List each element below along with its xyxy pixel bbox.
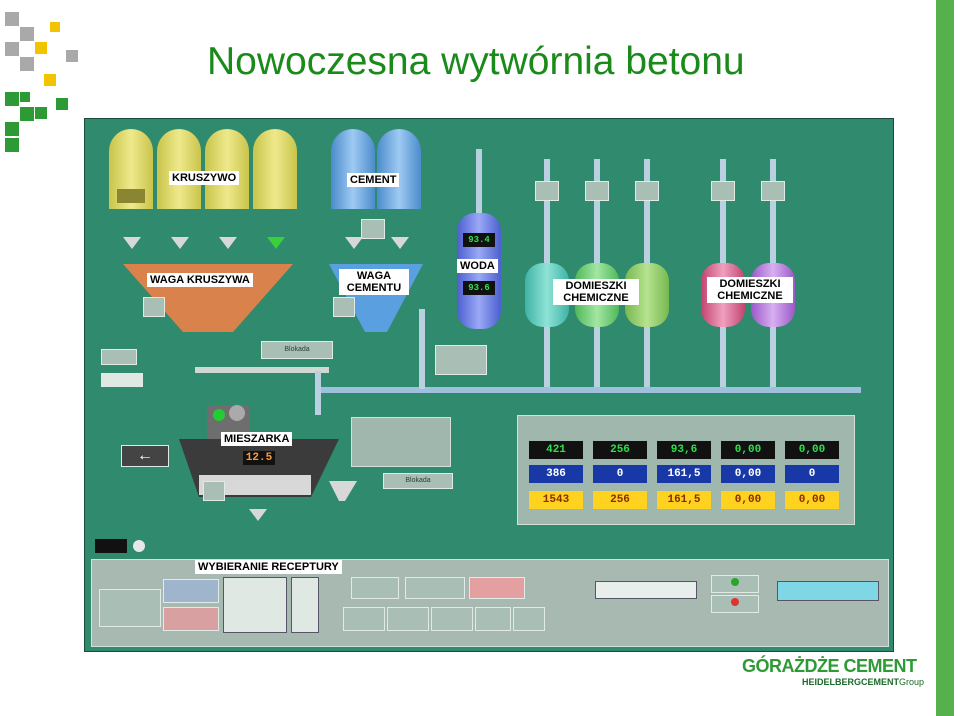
aggregate-silo-2[interactable]	[157, 129, 201, 209]
label-domieszki-2: DOMIESZKI CHEMICZNE	[707, 277, 793, 303]
label-cement: CEMENT	[347, 173, 400, 187]
scada-screen: KRUSZYWO CEMENT WAGA KRUSZYWA WAGA CEMEN…	[84, 118, 894, 652]
mixer-arrow-button[interactable]: ←	[121, 445, 169, 467]
admixture-valve-1[interactable]	[535, 181, 559, 201]
aggregate-flow-4	[267, 237, 285, 249]
left-control-field[interactable]	[101, 373, 143, 387]
label-wybieranie-receptury: WYBIERANIE RECEPTURY	[195, 560, 342, 574]
aggregate-scale-button[interactable]	[143, 297, 165, 317]
water-display-2: 93.6	[463, 281, 495, 295]
cement-scale-button[interactable]	[333, 297, 355, 317]
pause-button[interactable]	[351, 577, 399, 599]
table-r1c4: 0,00	[721, 441, 775, 459]
table-r2c4: 0,00	[721, 465, 775, 483]
admixture-outlet-pipe-3	[644, 327, 650, 391]
mixer-display: 12.5	[243, 451, 275, 465]
reset-button[interactable]	[469, 577, 525, 599]
mixer-outlet-arrow	[249, 509, 267, 521]
recipe-list[interactable]	[223, 577, 287, 633]
table-r1c1: 421	[529, 441, 583, 459]
cement-flow-2	[391, 237, 409, 249]
cement-flow-1	[345, 237, 363, 249]
mixer-control-button[interactable]	[203, 481, 225, 501]
water-feed-pipe	[476, 149, 482, 213]
admixture-pipe-1	[544, 159, 550, 263]
cement-valve[interactable]	[361, 219, 385, 239]
table-r2c1: 386	[529, 465, 583, 483]
slide-title: Nowoczesna wytwórnia betonu	[207, 40, 745, 83]
right-input-2[interactable]	[777, 581, 879, 601]
table-r1c2: 256	[593, 441, 647, 459]
table-r1c3: 93,6	[657, 441, 711, 459]
blokada-button-1[interactable]: Blokada	[261, 341, 333, 359]
label-waga-kruszywa: WAGA KRUSZYWA	[147, 273, 253, 287]
label-waga-cementu: WAGA CEMENTU	[339, 269, 409, 295]
table-r3c1: 1543	[529, 491, 583, 509]
table-r3c3: 161,5	[657, 491, 711, 509]
logo-sub-brand: HEIDELBERGCEMENT	[801, 677, 899, 687]
admixture-valve-5[interactable]	[761, 181, 785, 201]
aggregate-silo-3[interactable]	[205, 129, 249, 209]
admixture-outlet-pipe-4	[720, 327, 726, 391]
table-r2c3: 161,5	[657, 465, 711, 483]
admixture-outlet-pipe-2	[594, 327, 600, 391]
mixer-drop-pipe	[315, 371, 321, 415]
water-control-button[interactable]	[435, 345, 487, 375]
tab-3[interactable]	[431, 607, 473, 631]
water-outlet-pipe	[419, 309, 425, 389]
aggregate-flow-2	[171, 237, 189, 249]
blokada-button-2[interactable]: Blokada	[383, 473, 453, 489]
aggregate-silo-1[interactable]	[109, 129, 153, 209]
admixture-valve-2[interactable]	[585, 181, 609, 201]
tab-5[interactable]	[513, 607, 545, 631]
aggregate-silo-4[interactable]	[253, 129, 297, 209]
tab-1[interactable]	[343, 607, 385, 631]
aggregate-flow-3	[219, 237, 237, 249]
admixture-pipe-2	[594, 159, 600, 263]
admixture-valve-4[interactable]	[711, 181, 735, 201]
confirm-button[interactable]	[405, 577, 465, 599]
status-indicator	[95, 539, 127, 553]
mix-time-box	[351, 417, 451, 467]
company-logo: GÓRAŻDŻE CEMENT HEIDELBERGCEMENTGroup	[742, 656, 942, 696]
admixture-pipe-4	[720, 159, 726, 263]
recipe-left-button[interactable]	[99, 589, 161, 627]
table-r3c4: 0,00	[721, 491, 775, 509]
table-r3c5: 0,00	[785, 491, 839, 509]
recipe-list-2[interactable]	[291, 577, 319, 633]
red-indicator-button[interactable]	[711, 595, 759, 613]
aggregate-flow-1	[123, 237, 141, 249]
mixer-feed-pipe	[195, 367, 329, 373]
table-r2c5: 0	[785, 465, 839, 483]
table-r1c5: 0,00	[785, 441, 839, 459]
main-feed-pipe	[315, 387, 861, 393]
side-accent-bar	[936, 0, 954, 716]
label-mieszarka: MIESZARKA	[221, 432, 293, 446]
admixture-pipe-5	[770, 159, 776, 263]
label-woda: WODA	[457, 259, 498, 273]
cement-silo-1[interactable]	[331, 129, 375, 209]
cement-silo-2[interactable]	[377, 129, 421, 209]
mixer-body[interactable]	[179, 389, 359, 509]
right-input-1[interactable]	[595, 581, 697, 599]
recipe-auto-button[interactable]	[163, 579, 219, 603]
left-control-button-1[interactable]	[101, 349, 137, 365]
label-domieszki-1: DOMIESZKI CHEMICZNE	[553, 279, 639, 305]
logo-mark	[0, 0, 90, 160]
admixture-outlet-pipe-5	[770, 327, 776, 391]
admixture-pipe-3	[644, 159, 650, 263]
green-indicator-button[interactable]	[711, 575, 759, 593]
table-r2c2: 0	[593, 465, 647, 483]
table-r3c2: 256	[593, 491, 647, 509]
admixture-valve-3[interactable]	[635, 181, 659, 201]
label-kruszywo: KRUSZYWO	[169, 171, 240, 185]
logo-sub-group: Group	[898, 677, 924, 687]
status-led	[133, 540, 145, 552]
tab-4[interactable]	[475, 607, 511, 631]
logo-main-text: GÓRAŻDŻE CEMENT	[742, 656, 917, 676]
recipe-stop-button[interactable]	[163, 607, 219, 631]
tab-2[interactable]	[387, 607, 429, 631]
water-display-1: 93.4	[463, 233, 495, 247]
admixture-outlet-pipes	[544, 327, 550, 391]
